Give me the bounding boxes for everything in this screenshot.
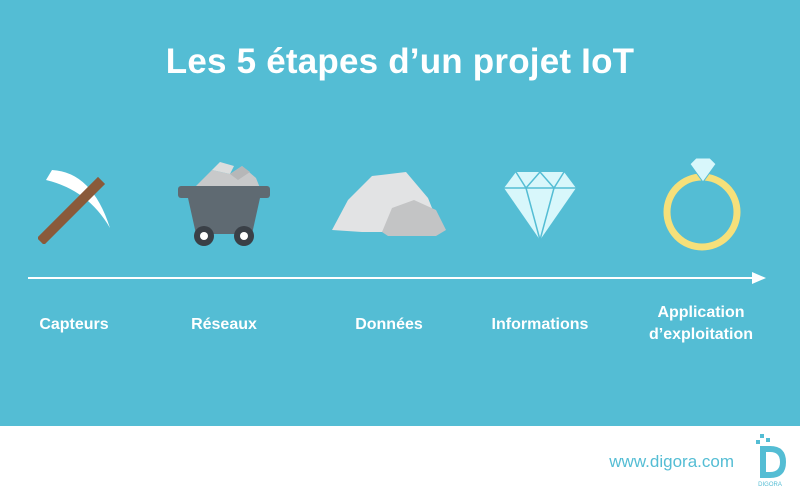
footer: www.digora.com DIGORA — [0, 426, 800, 492]
step-label-reseaux: Réseaux — [191, 316, 257, 333]
pickaxe-icon — [38, 170, 110, 244]
step-label-donnees: Données — [355, 316, 423, 333]
step-label-application: Application d’exploitation — [649, 304, 753, 343]
page-title: Les 5 étapes d’un projet IoT — [165, 42, 635, 81]
step-label-capteurs: Capteurs — [39, 316, 109, 333]
ring-icon — [663, 157, 741, 251]
step-label-informations: Informations — [491, 316, 589, 333]
website-link[interactable]: www.digora.com — [609, 452, 734, 471]
digora-logo: DIGORA — [756, 434, 786, 488]
diamond-icon — [504, 170, 576, 242]
mine-cart-icon — [178, 162, 270, 246]
timeline-arrow — [28, 272, 766, 284]
logo-text: DIGORA — [758, 482, 782, 488]
rocks-icon — [332, 172, 446, 236]
main-panel: Les 5 étapes d’un projet IoT Cap — [0, 0, 800, 426]
